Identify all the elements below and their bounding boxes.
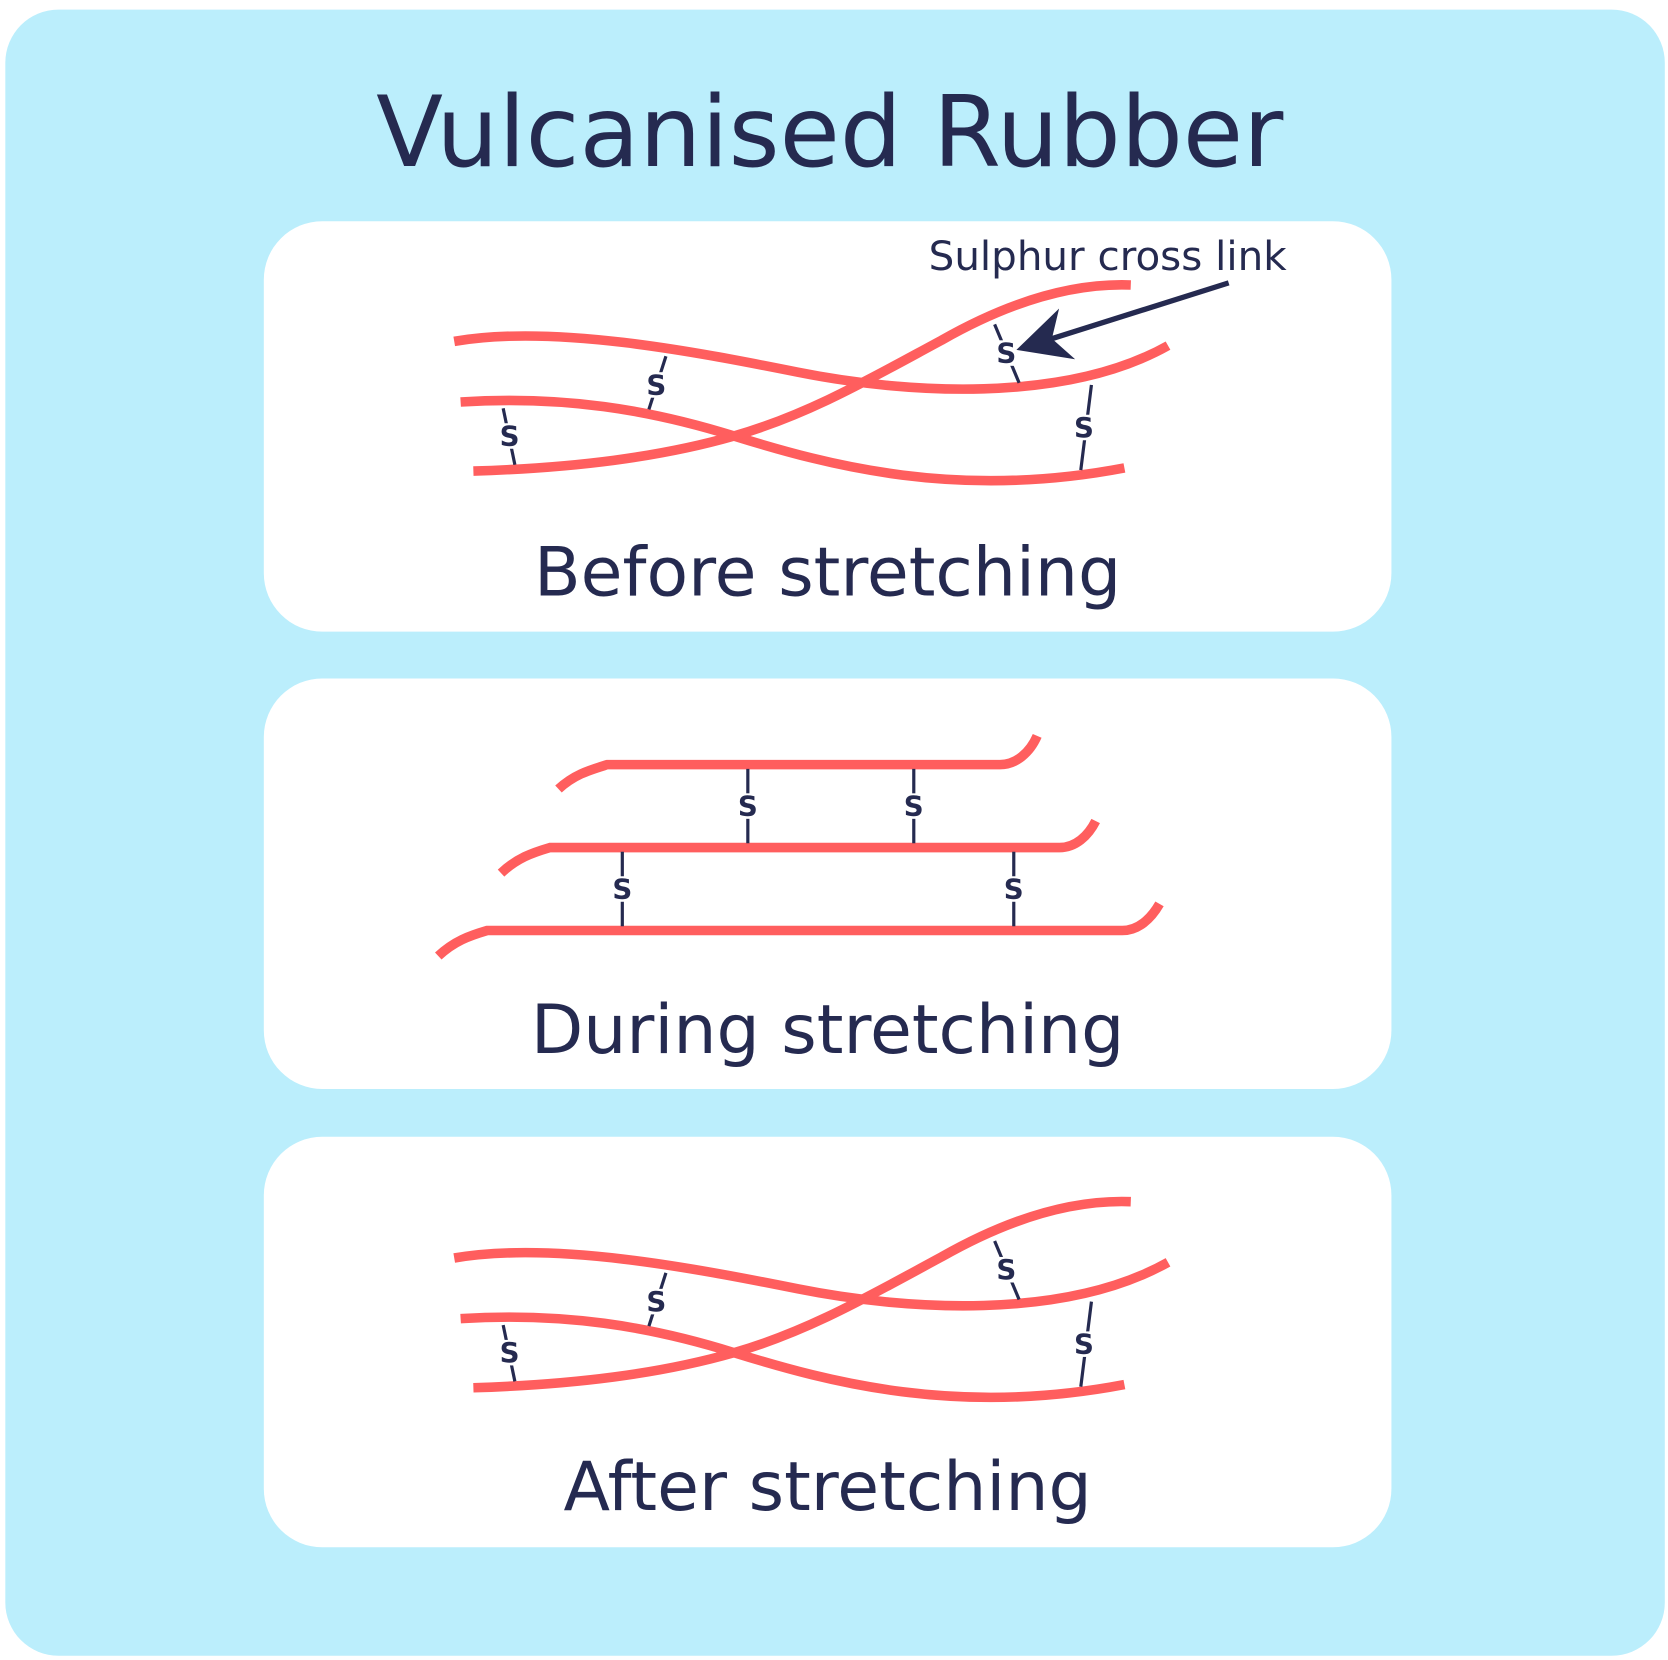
sulphur-label: S (996, 337, 1016, 370)
panel-label-before: Before stretching (534, 534, 1121, 613)
diagram-title: Vulcanised Rubber (376, 76, 1284, 190)
sulphur-label: S (738, 790, 758, 823)
polymer-chain-stretched (555, 733, 1042, 793)
panel-before-stretching: S S S S Sulphur cross link Before stretc… (263, 221, 1392, 632)
panel-label-during: During stretching (531, 991, 1125, 1070)
panel-after-stretching: S S S S After stretching (263, 1136, 1392, 1548)
polymer-chain-stretched (497, 818, 1100, 877)
sulphur-label: S (996, 1253, 1016, 1286)
sulphur-label: S (904, 790, 924, 823)
sulphur-label: S (646, 368, 666, 401)
panel-during-stretching: S S S S During stretching (263, 678, 1392, 1089)
sulphur-label: S (1074, 411, 1094, 444)
sulphur-label: S (646, 1285, 666, 1318)
annotation-sulphur-cross-link: Sulphur cross link (929, 232, 1288, 280)
annotation-arrow (1016, 280, 1230, 360)
sulphur-label: S (612, 873, 632, 906)
panel-label-after: After stretching (564, 1448, 1092, 1527)
sulphur-label: S (500, 420, 520, 453)
sulphur-label: S (500, 1336, 520, 1369)
sulphur-label: S (1004, 873, 1024, 906)
sulphur-label: S (1074, 1328, 1094, 1361)
polymer-chain-stretched (435, 901, 1164, 960)
